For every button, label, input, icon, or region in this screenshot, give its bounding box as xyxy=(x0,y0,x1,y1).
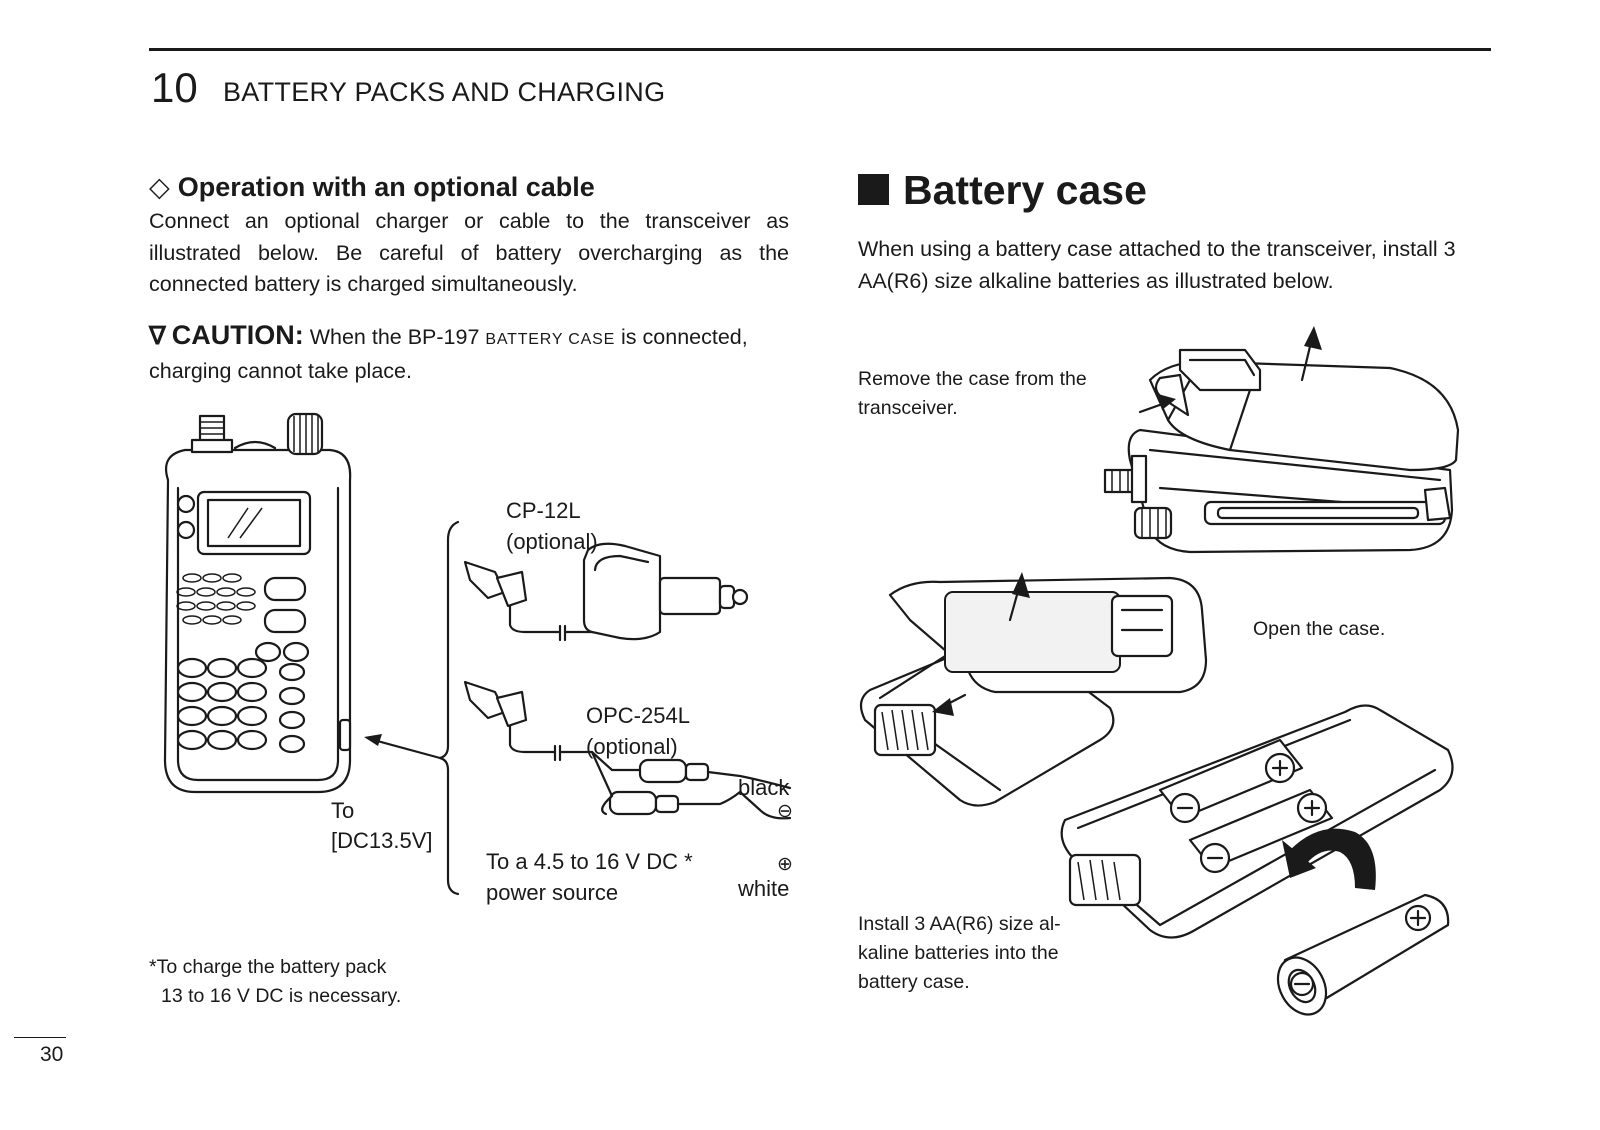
battery-case-title: Battery case xyxy=(903,167,1147,213)
footnote-line2: 13 to 16 V DC is necessary. xyxy=(161,985,402,1007)
step-install-caption: Install 3 AA(R6) size al- kaline batteri… xyxy=(858,910,1061,997)
battery-case-heading: Battery case xyxy=(858,166,1147,214)
opc254l-optional: (optional) xyxy=(586,734,678,759)
chapter-title: BATTERY PACKS AND CHARGING xyxy=(223,77,666,107)
charging-cable-illustration xyxy=(163,412,792,896)
install-batteries-drawing xyxy=(1060,704,1454,1016)
caution-text-start: When the BP-197 xyxy=(309,325,480,349)
header-rule xyxy=(149,48,1491,51)
section-body: Connect an optional charger or cable to … xyxy=(149,209,789,296)
opc254l-drawing xyxy=(463,680,792,820)
chapter-number: 10 xyxy=(151,64,198,111)
cp12l-name: CP-12L xyxy=(506,498,581,523)
battery-case-body: When using a battery case attached to th… xyxy=(858,237,1456,293)
section-heading: ◇Operation with an optional cable xyxy=(149,170,595,204)
step-install-line1: Install 3 AA(R6) size al- xyxy=(858,913,1061,935)
power-source-line1: To a 4.5 to 16 V DC * xyxy=(486,849,693,874)
footnote-line1: *To charge the battery pack xyxy=(149,956,387,978)
footnote: *To charge the battery pack 13 to 16 V D… xyxy=(149,953,401,1011)
page-number: 30 xyxy=(40,1043,64,1066)
remove-case-drawing xyxy=(1103,326,1460,554)
caution-note: ∇CAUTION: When the BP-197 BATTERY CASE i… xyxy=(149,320,789,387)
black-square-icon xyxy=(858,174,889,205)
to-label: To xyxy=(331,798,355,823)
battery-case-illustration xyxy=(859,326,1460,1016)
page-number-rule xyxy=(14,1037,66,1038)
cp12l-optional: (optional) xyxy=(506,529,598,554)
caution-text-end: is connected, charging cannot take place… xyxy=(149,325,748,383)
step-install-line3: battery case. xyxy=(858,971,970,993)
caution-icon: ∇ xyxy=(149,322,166,350)
diamond-icon: ◇ xyxy=(149,172,170,202)
minus-icon: ⊖ xyxy=(777,801,793,822)
white-wire-label: white xyxy=(738,876,790,901)
cp12l-drawing xyxy=(463,542,749,642)
step-install-line2: kaline batteries into the xyxy=(858,942,1059,964)
transceiver-drawing xyxy=(163,412,352,794)
black-wire-label: black xyxy=(738,775,790,800)
section-title: Operation with an optional cable xyxy=(177,172,595,202)
caution-label: CAUTION: xyxy=(171,320,304,350)
step-remove-line1: Remove the case from the xyxy=(858,368,1087,390)
plus-icon: ⊕ xyxy=(777,854,793,875)
dc-jack-label: [DC13.5V] xyxy=(331,828,433,853)
power-source-line2: power source xyxy=(486,880,619,905)
opc254l-name: OPC-254L xyxy=(586,703,690,728)
step-remove-caption: Remove the case from the transceiver. xyxy=(858,365,1087,423)
step-remove-line2: transceiver. xyxy=(858,397,958,419)
open-case-drawing xyxy=(859,572,1208,807)
caution-smallcaps: BATTERY CASE xyxy=(485,331,616,348)
step-open-caption: Open the case. xyxy=(1253,618,1386,640)
